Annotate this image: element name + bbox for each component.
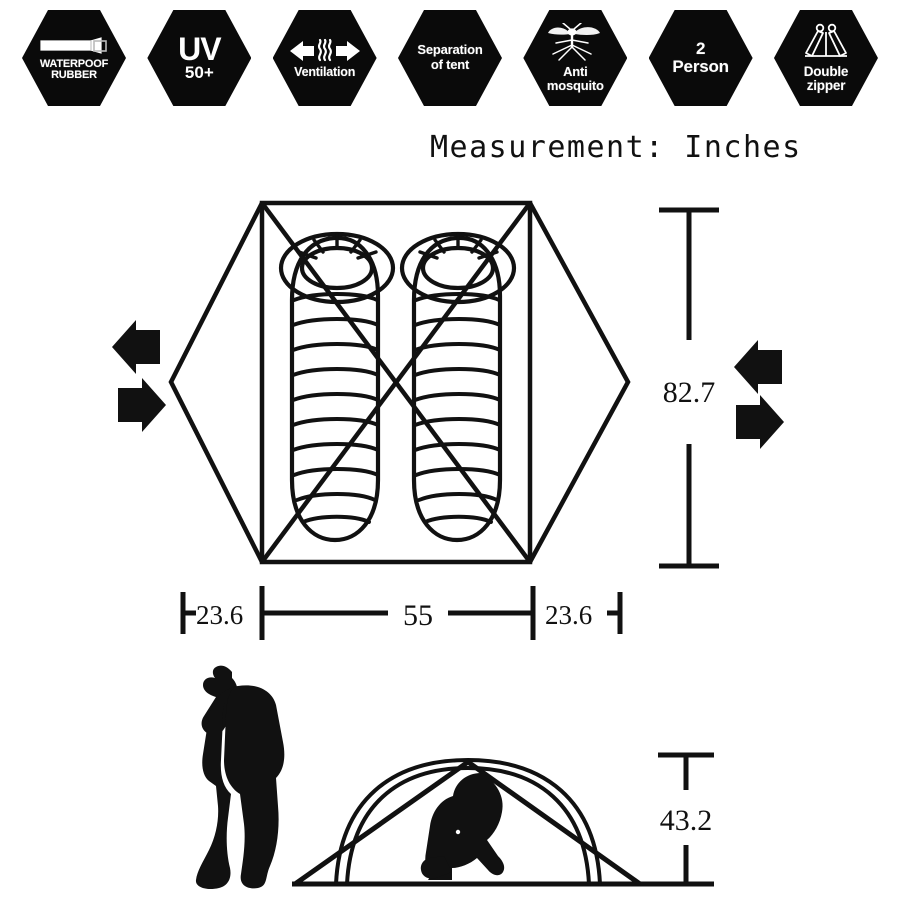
badge-waterproof-rubber: WATERPOOF RUBBER xyxy=(22,8,126,108)
badge-two-person: 2 Person xyxy=(648,8,753,108)
dimension-vestibule-right: 23.6 xyxy=(545,600,592,630)
sleeping-bag-right xyxy=(399,231,517,543)
badge-label-uv-rating: 50+ xyxy=(184,63,214,83)
badge-label: WATERPOOF RUBBER xyxy=(39,57,109,81)
waterproof-rubber-roll-icon xyxy=(39,35,109,57)
tent-inner-canopy-outline xyxy=(334,757,602,886)
badge-label-uv: UV xyxy=(178,30,221,67)
length-dimension-line xyxy=(659,207,719,569)
dimension-vestibule-left: 23.6 xyxy=(196,600,243,630)
crouching-person-silhouette xyxy=(420,773,505,880)
double-zipper-icon xyxy=(796,23,856,63)
hexagon-shape xyxy=(397,10,502,106)
badge-label: Ventilation xyxy=(294,64,356,79)
mosquito-icon xyxy=(539,22,611,63)
sleeping-bag-left xyxy=(278,231,396,543)
badge-separation-of-tent: Separation of tent xyxy=(397,8,502,108)
badge-double-zipper: Double zipper xyxy=(773,8,878,108)
badge-label: 2 Person xyxy=(672,38,729,76)
dimension-height: 43.2 xyxy=(660,804,713,837)
standing-person-silhouette xyxy=(195,665,285,890)
tent-profile-group xyxy=(195,665,660,890)
badge-label: Separation of tent xyxy=(417,42,483,72)
badge-uv-protection: UV 50+ xyxy=(147,8,252,108)
measurement-caption: Measurement: Inches xyxy=(430,130,802,165)
right-door-arrows-icon xyxy=(734,340,784,449)
dimension-length: 82.7 xyxy=(663,376,716,409)
badge-label: Double zipper xyxy=(803,63,849,93)
badge-ventilation: Ventilation xyxy=(272,8,377,108)
width-dimension-line xyxy=(180,586,623,640)
height-dimension-line xyxy=(658,752,714,887)
badge-label: Anti mosquito xyxy=(546,64,604,93)
badge-anti-mosquito: Anti mosquito xyxy=(523,8,628,108)
ventilation-arrows-icon xyxy=(288,38,362,64)
left-door-arrows-icon xyxy=(112,320,166,432)
feature-badge-row: WATERPOOF RUBBER UV 50+ xyxy=(0,8,900,114)
dimension-width-center: 55 xyxy=(403,599,433,632)
tent-footprint-outline xyxy=(168,200,631,565)
tent-floorplan-group xyxy=(112,200,784,565)
